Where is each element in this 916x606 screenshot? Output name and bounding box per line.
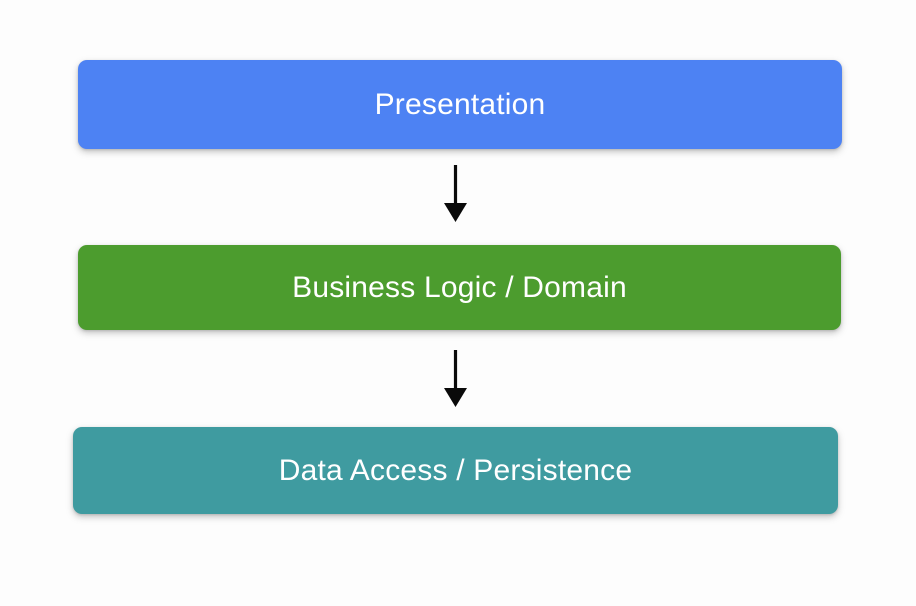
- node-presentation[interactable]: Presentation: [78, 60, 842, 149]
- node-data-access-label: Data Access / Persistence: [278, 453, 633, 487]
- node-presentation-label: Presentation: [374, 87, 546, 121]
- node-business-logic-label: Business Logic / Domain: [292, 270, 627, 304]
- node-business-logic[interactable]: Business Logic / Domain: [78, 245, 841, 330]
- node-data-access[interactable]: Data Access / Persistence: [73, 427, 838, 514]
